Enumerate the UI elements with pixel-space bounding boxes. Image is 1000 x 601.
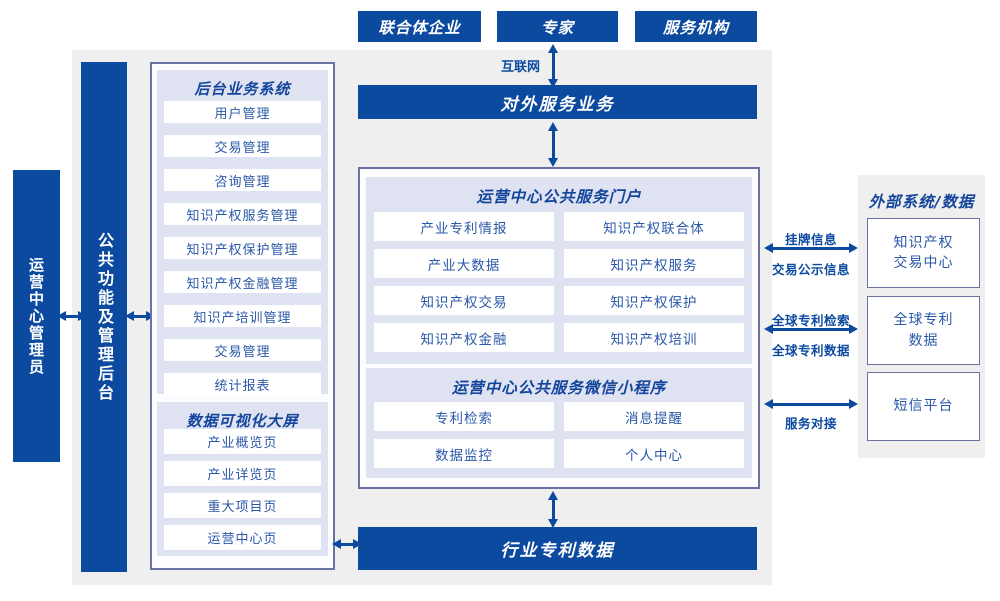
viz-item-industry-overview: 产业概览页 [164, 429, 321, 454]
backend-item-trade-mgmt: 交易管理 [164, 135, 321, 157]
backend-item-consult-mgmt: 咨询管理 [164, 169, 321, 191]
arrow-portal-to-sms [764, 399, 858, 409]
ext-box-global-patent-data: 全球专利数据 [867, 296, 980, 365]
arrow-portal-to-industry-data [548, 491, 558, 528]
ext-box-ip-trade-center: 知识产权交易中心 [867, 218, 980, 288]
arrow-portal-to-global-patent [764, 324, 858, 334]
visualization-list: 产业概览页 产业详览页 重大项目页 运营中心页 [164, 429, 321, 550]
portal-item-ip-service: 知识产权服务 [564, 249, 744, 278]
portal-item-ip-consortium: 知识产权联合体 [564, 212, 744, 241]
link-label-trade-publicity-info: 交易公示信息 [771, 262, 850, 277]
external-systems-title: 外部系统/数据 [868, 193, 975, 211]
arrow-internet [548, 44, 558, 88]
portal-item-ip-training: 知识产权培训 [564, 323, 744, 352]
ext-box-sms-platform-label: 短信平台 [893, 398, 954, 415]
miniprogram-title: 运营中心公共服务微信小程序 [451, 379, 667, 397]
actor-consortium-enterprises: 联合体企业 [358, 11, 481, 42]
miniprogram-grid: 专利检索 消息提醒 数据监控 个人中心 [374, 402, 744, 468]
actor-experts: 专家 [497, 11, 618, 42]
mini-item-personal-center: 个人中心 [564, 439, 744, 468]
actor-service-agencies: 服务机构 [635, 11, 757, 42]
backend-item-trade-mgmt-2: 交易管理 [164, 339, 321, 361]
backend-system-list: 用户管理 交易管理 咨询管理 知识产权服务管理 知识产权保护管理 知识产权金融管… [164, 101, 321, 395]
portal-grid: 产业专利情报 知识产权联合体 产业大数据 知识产权服务 知识产权交易 知识产权保… [374, 212, 744, 352]
portal-item-ip-finance: 知识产权金融 [374, 323, 554, 352]
backend-system-title: 后台业务系统 [194, 80, 291, 98]
link-label-global-patent-search: 全球专利检索 [771, 313, 850, 328]
external-service-bar: 对外服务业务 [358, 85, 757, 119]
backend-item-stat-report: 统计报表 [164, 373, 321, 395]
ext-box-ip-trade-center-label: 知识产权交易中心 [893, 234, 954, 271]
backend-item-ip-protection-mgmt: 知识产权保护管理 [164, 237, 321, 259]
arrow-portal-to-ip-trade-center [764, 243, 858, 253]
portal-item-ip-protection: 知识产权保护 [564, 286, 744, 315]
mini-item-patent-search: 专利检索 [374, 402, 554, 431]
arrow-viz-to-industry-data [332, 539, 362, 549]
portal-title: 运营中心公共服务门户 [476, 188, 642, 206]
backend-item-ip-service-mgmt: 知识产权服务管理 [164, 203, 321, 225]
link-label-listing-info: 挂牌信息 [784, 232, 837, 247]
arrow-bar-to-portal [548, 122, 558, 167]
backend-item-user-mgmt: 用户管理 [164, 101, 321, 123]
arrow-rail-to-backend [125, 311, 155, 321]
ext-box-sms-platform: 短信平台 [867, 372, 980, 441]
operation-center-admin: 运营中心管理员 [13, 170, 60, 462]
link-label-global-patent-data: 全球专利数据 [771, 343, 850, 358]
viz-item-industry-detail: 产业详览页 [164, 461, 321, 486]
internet-label: 互联网 [500, 60, 540, 75]
portal-item-industry-big-data: 产业大数据 [374, 249, 554, 278]
mini-item-message-alert: 消息提醒 [564, 402, 744, 431]
public-function-admin-backend-rail: 公共功能及管理后台 [81, 62, 127, 572]
portal-item-industry-patent-intel: 产业专利情报 [374, 212, 554, 241]
mini-item-data-monitor: 数据监控 [374, 439, 554, 468]
link-label-service-connection: 服务对接 [784, 416, 837, 431]
ext-box-global-patent-data-label: 全球专利数据 [893, 312, 954, 349]
backend-item-ip-training-mgmt: 知识产培训管理 [164, 305, 321, 327]
viz-item-major-project: 重大项目页 [164, 493, 321, 518]
industry-patent-data-bar: 行业专利数据 [358, 527, 757, 570]
viz-item-operation-center: 运营中心页 [164, 525, 321, 550]
backend-item-ip-finance-mgmt: 知识产权金融管理 [164, 271, 321, 293]
visualization-title: 数据可视化大屏 [186, 412, 299, 430]
arrow-admin-to-rail [57, 311, 87, 321]
portal-item-ip-trade: 知识产权交易 [374, 286, 554, 315]
